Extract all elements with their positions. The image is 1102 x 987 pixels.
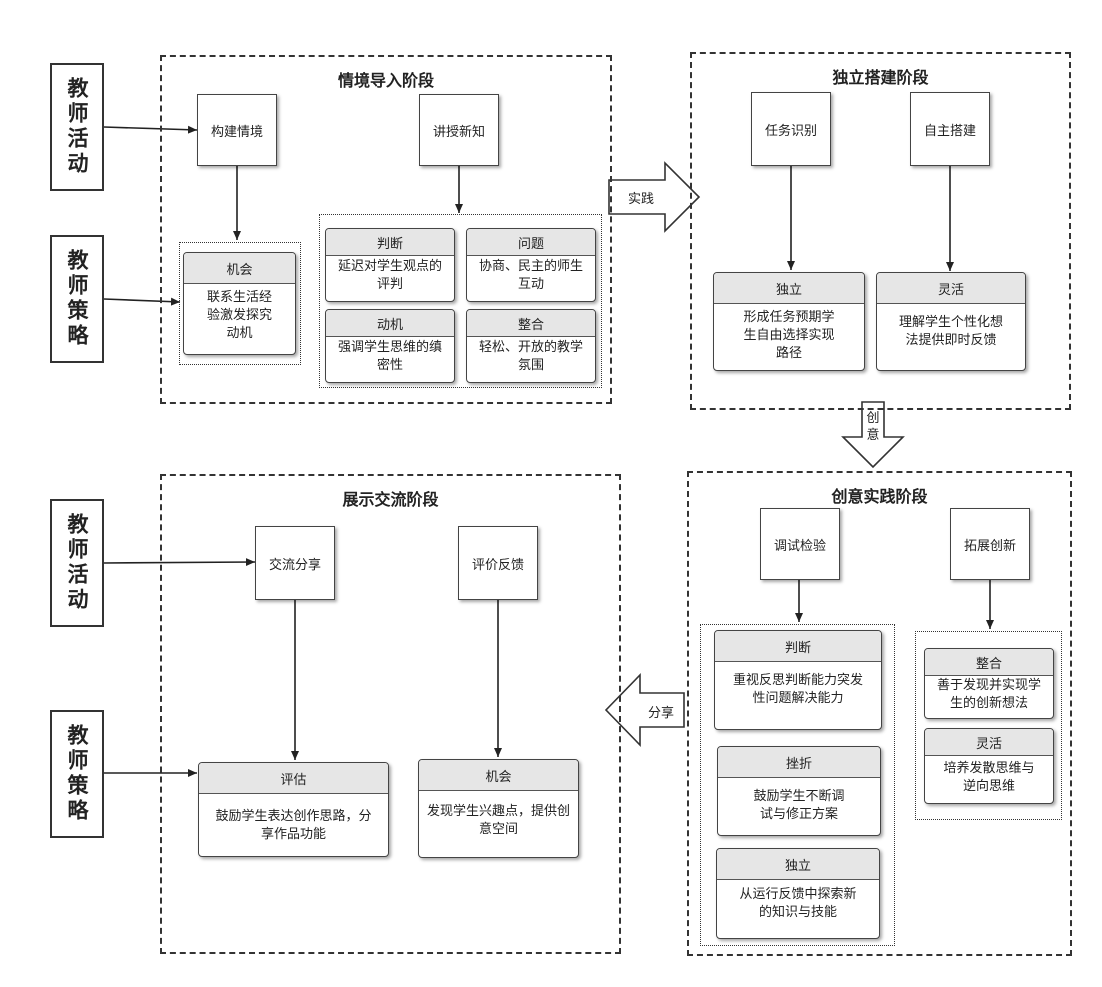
strategy-card: 动机 强调学生思维的缜密性 <box>325 309 455 383</box>
card-head: 挫折 <box>718 747 880 778</box>
activity-evaluate-feedback: 评价反馈 <box>458 526 538 600</box>
activity-exchange-share: 交流分享 <box>255 526 335 600</box>
card-body: 鼓励学生表达创作思路，分享作品功能 <box>215 809 372 842</box>
share-label: 分享 <box>648 706 675 721</box>
activity-task-identify: 任务识别 <box>751 92 831 166</box>
stage-creative-practice: 创意实践阶段 <box>687 471 1072 956</box>
card-head: 评估 <box>199 763 388 794</box>
strategy-card: 灵活 理解学生个性化想法提供即时反馈 <box>876 272 1026 371</box>
strategy-group <box>700 624 895 946</box>
card-body: 从运行反馈中探索新的知识与技能 <box>739 887 857 920</box>
card-body: 鼓励学生不断调试与修正方案 <box>753 789 845 822</box>
activity-debug-test: 调试检验 <box>760 508 840 580</box>
strategy-card: 机会 发现学生兴趣点，提供创意空间 <box>418 759 579 858</box>
activity-teach-new: 讲授新知 <box>419 94 499 166</box>
stage-context-intro: 情境导入阶段 <box>160 55 612 404</box>
card-body: 理解学生个性化想法提供即时反馈 <box>898 315 1003 348</box>
card-body: 联系生活经验激发探究动机 <box>206 290 272 341</box>
card-body: 强调学生思维的缜密性 <box>337 340 442 373</box>
card-head: 整合 <box>925 649 1053 676</box>
strategy-card: 独立 从运行反馈中探索新的知识与技能 <box>716 848 880 939</box>
strategy-card: 整合 善于发现并实现学生的创新想法 <box>924 648 1054 719</box>
card-body: 形成任务预期学生自由选择实现路径 <box>743 310 835 361</box>
card-body: 善于发现并实现学生的创新想法 <box>936 678 1041 711</box>
strategy-card: 判断 延迟对学生观点的评判 <box>325 228 455 302</box>
card-head: 问题 <box>467 229 595 256</box>
card-head: 灵活 <box>925 729 1053 756</box>
card-head: 动机 <box>326 310 454 337</box>
activity-build-context: 构建情境 <box>197 94 277 166</box>
strategy-card: 挫折 鼓励学生不断调试与修正方案 <box>717 746 881 836</box>
card-head: 独立 <box>714 273 864 304</box>
stage-title: 展示交流阶段 <box>342 490 439 509</box>
strategy-group <box>319 214 602 388</box>
stage-showcase-exchange: 展示交流阶段 <box>160 474 621 954</box>
card-body: 延迟对学生观点的评判 <box>337 259 442 292</box>
card-body: 培养发散思维与逆向思维 <box>943 761 1035 794</box>
card-body: 重视反思判断能力突发性问题解决能力 <box>733 673 864 706</box>
creative-arrow <box>841 401 905 469</box>
creative-label: 创意 <box>866 411 880 443</box>
strategy-card: 问题 协商、民主的师生互动 <box>466 228 596 302</box>
teacher-activity-label-1: 教师活动 <box>50 63 104 191</box>
strategy-card: 机会 联系生活经验激发探究动机 <box>183 252 296 355</box>
strategy-group <box>915 631 1062 820</box>
teacher-strategy-label-1: 教师策略 <box>50 235 104 363</box>
strategy-card: 整合 轻松、开放的教学氛围 <box>466 309 596 383</box>
card-head: 判断 <box>715 631 881 662</box>
share-arrow <box>604 673 685 747</box>
card-head: 独立 <box>717 849 879 880</box>
strategy-card: 独立 形成任务预期学生自由选择实现路径 <box>713 272 865 371</box>
card-head: 灵活 <box>877 273 1025 304</box>
strategy-card: 评估 鼓励学生表达创作思路，分享作品功能 <box>198 762 389 857</box>
strategy-card: 灵活 培养发散思维与逆向思维 <box>924 728 1054 804</box>
strategy-group <box>179 242 301 365</box>
card-body: 发现学生兴趣点，提供创意空间 <box>426 804 570 837</box>
activity-self-build: 自主搭建 <box>910 92 990 166</box>
teacher-activity-label-2: 教师活动 <box>50 499 104 627</box>
card-head: 机会 <box>184 253 295 284</box>
practice-arrow <box>608 161 701 233</box>
stage-title: 创意实践阶段 <box>831 487 928 506</box>
practice-label: 实践 <box>628 192 655 207</box>
stage-title: 情境导入阶段 <box>337 71 434 90</box>
activity-extend-innovate: 拓展创新 <box>950 508 1030 580</box>
card-body: 轻松、开放的教学氛围 <box>478 340 583 373</box>
stage-independent-build: 独立搭建阶段 <box>690 52 1071 410</box>
strategy-card: 判断 重视反思判断能力突发性问题解决能力 <box>714 630 882 730</box>
card-head: 判断 <box>326 229 454 256</box>
stage-title: 独立搭建阶段 <box>832 68 929 87</box>
card-head: 整合 <box>467 310 595 337</box>
card-head: 机会 <box>419 760 578 791</box>
teacher-strategy-label-2: 教师策略 <box>50 710 104 838</box>
card-body: 协商、民主的师生互动 <box>478 259 583 292</box>
